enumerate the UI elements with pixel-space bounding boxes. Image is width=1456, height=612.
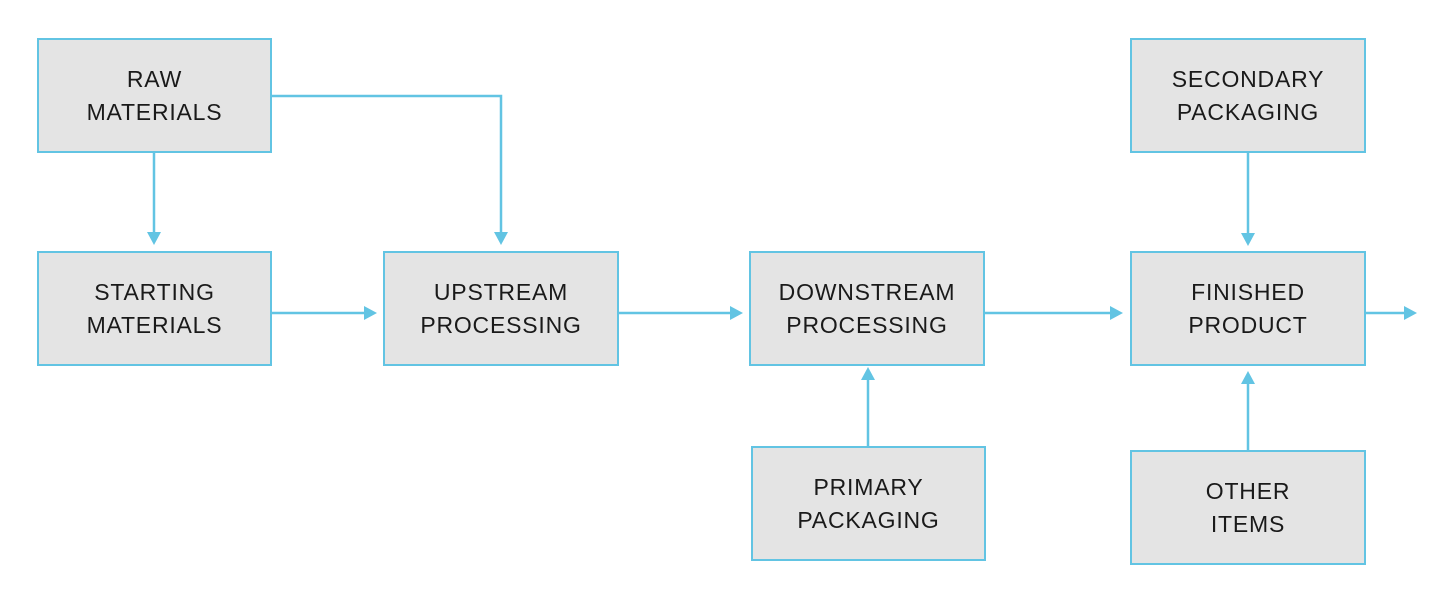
edge-primary-to-downstream [861,367,875,446]
node-finished-product-line1: FINISHED [1191,278,1305,305]
edge-raw-to-upstream [272,94,508,245]
node-secondary-packaging-line2: PACKAGING [1176,98,1320,125]
node-primary-packaging: PRIMARY PACKAGING [751,446,986,561]
node-secondary-packaging-line1: SECONDARY [1171,65,1325,92]
node-starting-materials: STARTING MATERIALS [37,251,272,366]
edge-raw-to-upstream-arrowhead [494,232,508,245]
node-secondary-packaging-label: SECONDARY PACKAGING [1172,63,1324,129]
edge-finished-output-arrowhead [1404,306,1417,320]
node-upstream-processing-line2: PROCESSING [420,311,582,338]
node-upstream-processing: UPSTREAM PROCESSING [383,251,619,366]
node-raw-materials-label: RAW MATERIALS [87,63,223,129]
node-starting-materials-line2: MATERIALS [86,311,223,338]
edge-downstream-to-finished [985,306,1123,320]
node-other-items-line2: ITEMS [1210,510,1286,537]
edge-starting-to-upstream [272,306,377,320]
node-upstream-processing-line1: UPSTREAM [433,278,569,305]
edge-raw-to-starting-arrowhead [147,232,161,245]
node-finished-product-line2: PRODUCT [1188,311,1308,338]
node-upstream-processing-label: UPSTREAM PROCESSING [420,276,581,342]
edge-upstream-to-downstream-arrowhead [730,306,743,320]
edge-other-to-finished-arrowhead [1241,371,1255,384]
edge-raw-to-starting [147,153,161,245]
node-raw-materials: RAW MATERIALS [37,38,272,153]
node-primary-packaging-label: PRIMARY PACKAGING [797,471,939,537]
node-downstream-processing-label: DOWNSTREAM PROCESSING [779,276,956,342]
edge-downstream-to-finished-arrowhead [1110,306,1123,320]
node-finished-product: FINISHED PRODUCT [1130,251,1366,366]
edge-raw-to-upstream-line [272,94,503,232]
node-primary-packaging-line2: PACKAGING [797,506,940,533]
node-downstream-processing: DOWNSTREAM PROCESSING [749,251,985,366]
node-other-items-label: OTHER ITEMS [1206,475,1291,541]
node-starting-materials-line1: STARTING [94,278,215,305]
node-downstream-processing-line1: DOWNSTREAM [778,278,956,305]
node-primary-packaging-line1: PRIMARY [813,473,924,500]
node-other-items: OTHER ITEMS [1130,450,1366,565]
node-secondary-packaging: SECONDARY PACKAGING [1130,38,1366,153]
edge-primary-to-downstream-arrowhead [861,367,875,380]
edge-secondary-to-finished [1241,153,1255,246]
edge-upstream-to-downstream [619,306,743,320]
edge-secondary-to-finished-arrowhead [1241,233,1255,246]
node-starting-materials-label: STARTING MATERIALS [87,276,223,342]
edge-starting-to-upstream-arrowhead [364,306,377,320]
node-finished-product-label: FINISHED PRODUCT [1188,276,1307,342]
node-downstream-processing-line2: PROCESSING [786,311,948,338]
node-raw-materials-line1: RAW [126,65,183,92]
edge-other-to-finished [1241,371,1255,450]
node-raw-materials-line2: MATERIALS [86,98,223,125]
node-other-items-line1: OTHER [1205,477,1291,504]
edge-finished-output [1366,306,1417,320]
